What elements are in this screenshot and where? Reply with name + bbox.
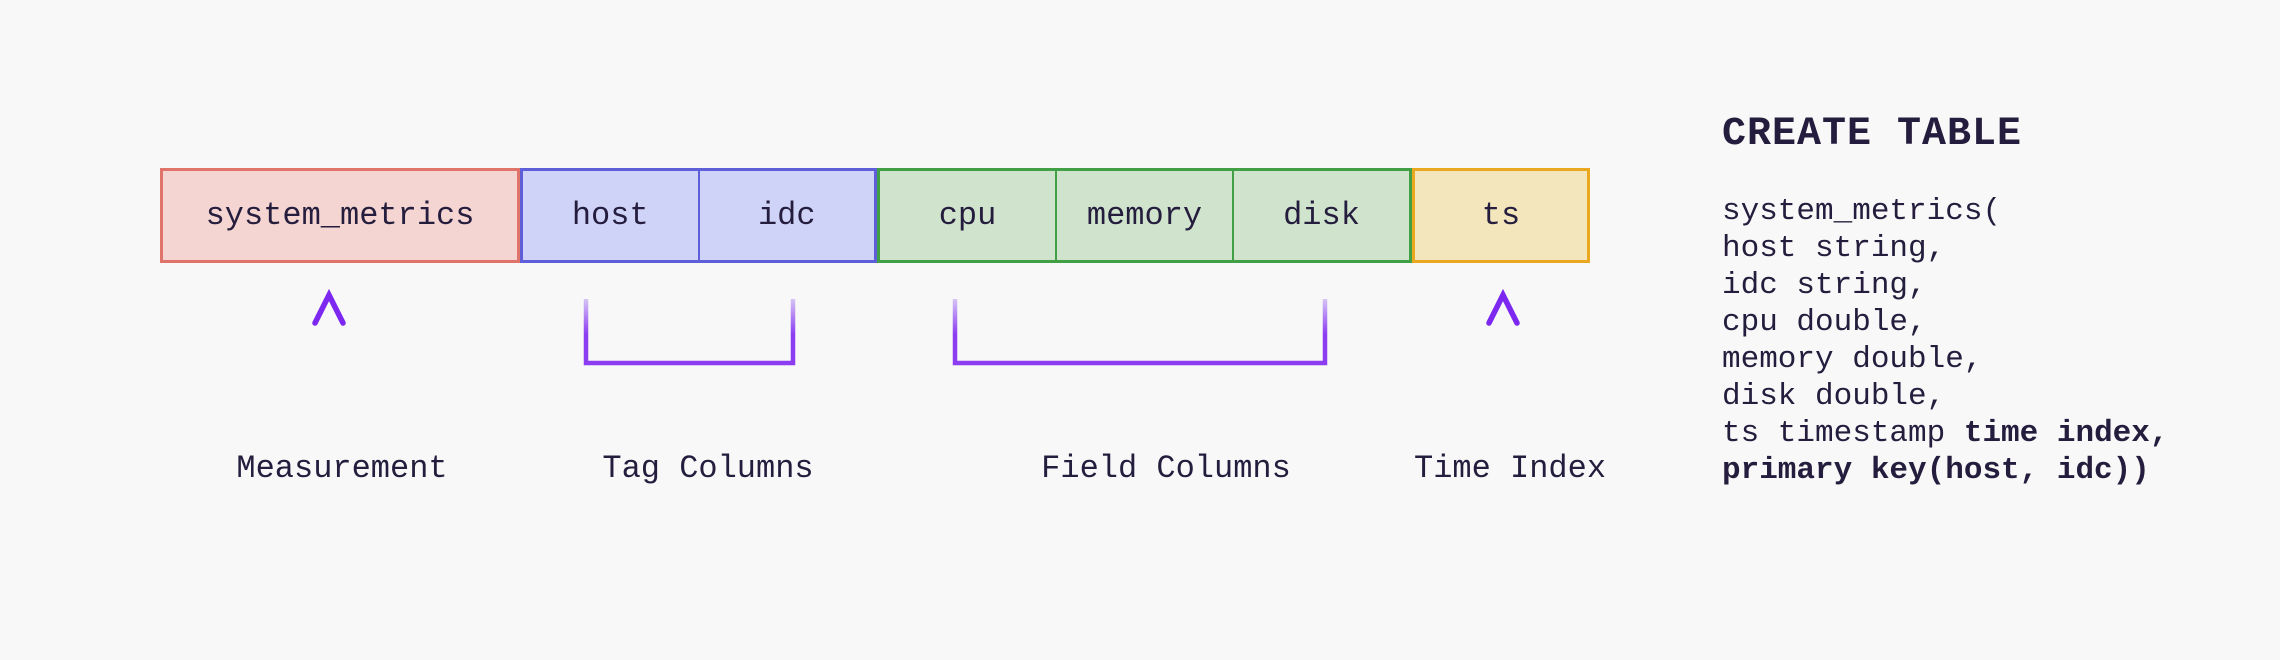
code-text: system_metrics( [1722,194,2002,229]
sql-block: CREATE TABLE system_metrics( host string… [1722,112,2262,489]
tag-cell-host: host [571,197,649,234]
sql-title: CREATE TABLE [1722,112,2023,157]
table-cells-row: system_metrics host idc cpu memory disk … [160,168,1590,263]
sql-code: system_metrics( host string, idc string,… [1722,193,2262,489]
code-text: cpu double, [1722,305,1927,340]
code-line: memory double, [1722,341,2262,378]
code-line: primary key(host, idc)) [1722,452,2262,489]
tag-columns-bracket-icon [583,299,796,417]
time-cell-ts: ts [1481,197,1521,234]
code-line: ts timestamp time index, [1722,415,2262,452]
time-index-group: ts [1412,168,1590,263]
field-columns-group: cpu memory disk [877,168,1412,263]
measurement-group: system_metrics [160,168,520,263]
code-text: memory double, [1722,342,1983,377]
code-line: cpu double, [1722,304,2262,341]
field-columns-label: Field Columns [1041,450,1291,487]
code-text: disk double, [1722,379,1946,414]
code-text-bold: time index, [1963,416,2169,451]
code-line: system_metrics( [1722,193,2262,230]
code-line: host string, [1722,230,2262,267]
code-line: idc string, [1722,267,2262,304]
field-cell-cpu: cpu [938,197,997,234]
tag-columns-group: host idc [520,168,877,263]
time-index-arrow-icon [1486,288,1520,418]
code-line: disk double, [1722,378,2262,415]
code-text: ts timestamp [1722,416,1964,451]
code-text-bold: primary key(host, idc)) [1722,453,2150,488]
field-cell-memory: memory [1055,171,1232,260]
tag-columns-label: Tag Columns [602,450,814,487]
field-columns-bracket-icon [952,299,1328,417]
time-index-label: Time Index [1413,450,1607,487]
tag-cell-idc: idc [697,171,875,260]
measurement-label: Measurement [236,450,448,487]
code-text: host string, [1722,231,1946,266]
measurement-arrow-icon [312,288,346,418]
field-cell-disk: disk [1232,171,1409,260]
measurement-cell: system_metrics [205,197,475,234]
code-text: idc string, [1722,268,1927,303]
